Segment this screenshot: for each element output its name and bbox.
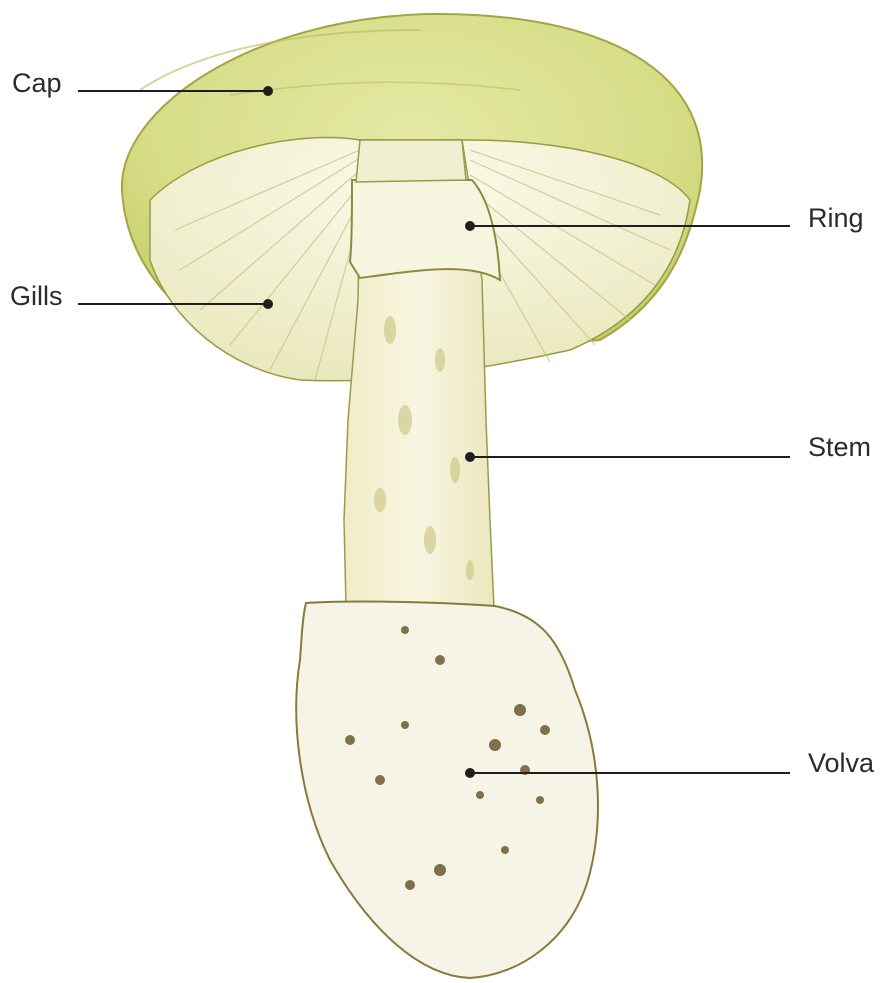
label-cap: Cap <box>12 70 62 97</box>
leader-dot-cap <box>264 87 272 95</box>
label-stem: Stem <box>808 434 871 461</box>
leader-dot-volva <box>466 769 474 777</box>
leader-dot-stem <box>466 453 474 461</box>
leader-dot-ring <box>466 222 474 230</box>
mushroom-volva <box>296 602 598 978</box>
label-volva: Volva <box>808 750 874 777</box>
label-gills: Gills <box>10 283 63 310</box>
leader-dot-gills <box>264 300 272 308</box>
label-ring: Ring <box>808 205 864 232</box>
